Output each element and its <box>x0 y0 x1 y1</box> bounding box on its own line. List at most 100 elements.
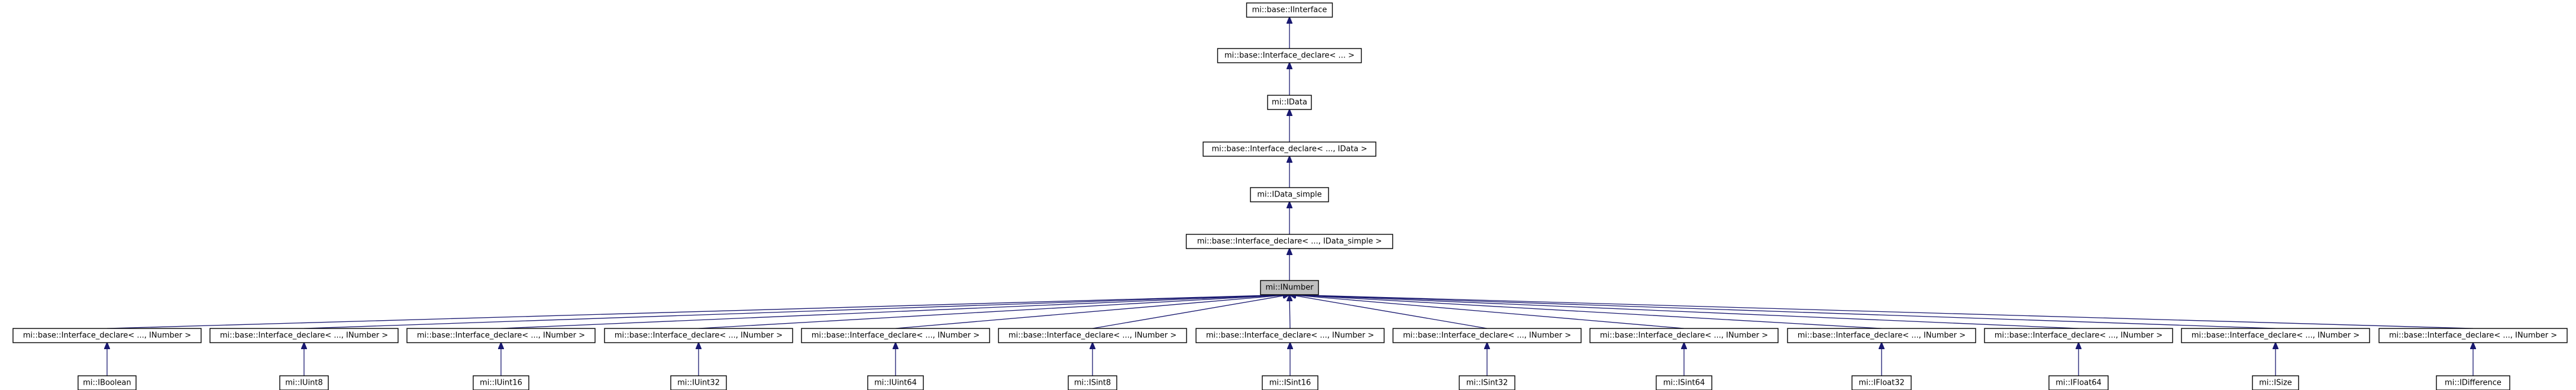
class-node-decl_12[interactable]: mi::base::Interface_declare< ..., INumbe… <box>2181 328 2370 343</box>
class-node-decl_idata[interactable]: mi::base::Interface_declare< ..., IData … <box>1203 141 1376 157</box>
class-label: mi::ISize <box>2259 379 2292 388</box>
class-label: mi::base::Interface_declare< ..., INumbe… <box>812 331 980 340</box>
class-node-decl_6[interactable]: mi::base::Interface_declare< ..., INumbe… <box>998 328 1187 343</box>
class-box <box>77 375 137 390</box>
class-label: mi::IDifference <box>2445 379 2501 388</box>
class-node-iuint64[interactable]: mi::IUint64 <box>867 375 924 390</box>
class-node-decl_13[interactable]: mi::base::Interface_declare< ..., INumbe… <box>2378 328 2568 343</box>
class-box <box>670 375 727 390</box>
class-node-iuint32[interactable]: mi::IUint32 <box>670 375 727 390</box>
class-box <box>209 328 399 343</box>
class-node-iuint8[interactable]: mi::IUint8 <box>279 375 329 390</box>
inheritance-edge-decl_6-to-inumber <box>1092 295 1289 329</box>
class-box <box>1656 375 1712 390</box>
class-node-isint64[interactable]: mi::ISint64 <box>1656 375 1712 390</box>
class-label: mi::base::Interface_declare< ..., INumbe… <box>1995 331 2163 340</box>
class-box <box>1246 2 1333 18</box>
class-box <box>1267 95 1312 110</box>
class-box <box>1787 328 1976 343</box>
inheritance-edge-decl_13-to-inumber <box>1289 295 2474 329</box>
class-box <box>1217 48 1362 63</box>
class-box <box>801 328 990 343</box>
class-node-idata[interactable]: mi::IData <box>1267 95 1312 110</box>
class-box <box>2436 375 2510 390</box>
class-node-decl_8[interactable]: mi::base::Interface_declare< ..., INumbe… <box>1392 328 1582 343</box>
class-box <box>1250 187 1329 202</box>
class-label: mi::ISint32 <box>1466 379 1508 388</box>
inheritance-edge-decl_10-to-inumber <box>1289 295 1882 329</box>
class-label: mi::IFloat32 <box>1859 379 1905 388</box>
class-node-isint16[interactable]: mi::ISint16 <box>1262 375 1318 390</box>
class-box <box>279 375 329 390</box>
class-box <box>2378 328 2568 343</box>
class-node-decl_10[interactable]: mi::base::Interface_declare< ..., INumbe… <box>1787 328 1976 343</box>
inheritance-edge-decl_3-to-inumber <box>500 295 1289 329</box>
class-label: mi::ISint16 <box>1269 379 1311 388</box>
nodes-layer: mi::base::IInterfacemi::base::Interface_… <box>12 2 2568 390</box>
class-node-decl_11[interactable]: mi::base::Interface_declare< ..., INumbe… <box>1984 328 2173 343</box>
class-box <box>1984 328 2173 343</box>
class-box <box>473 375 529 390</box>
class-node-decl_3[interactable]: mi::base::Interface_declare< ..., INumbe… <box>406 328 596 343</box>
class-node-interface[interactable]: mi::base::IInterface <box>1246 2 1333 18</box>
class-box <box>2181 328 2370 343</box>
class-node-decl_9[interactable]: mi::base::Interface_declare< ..., INumbe… <box>1589 328 1779 343</box>
class-label: mi::base::Interface_declare< ... > <box>1224 51 1355 60</box>
class-box <box>867 375 924 390</box>
class-label: mi::IUint64 <box>874 379 917 388</box>
class-label: mi::base::Interface_declare< ..., INumbe… <box>2389 331 2557 340</box>
class-box <box>1068 375 1117 390</box>
class-box <box>1851 375 1912 390</box>
class-node-idifference[interactable]: mi::IDifference <box>2436 375 2510 390</box>
class-label: mi::ISint64 <box>1663 379 1705 388</box>
class-node-ifloat64[interactable]: mi::IFloat64 <box>2048 375 2109 390</box>
inheritance-edge-decl_9-to-inumber <box>1289 295 1685 329</box>
class-node-iuint16[interactable]: mi::IUint16 <box>473 375 529 390</box>
class-node-isize[interactable]: mi::ISize <box>2252 375 2299 390</box>
class-label: mi::IData <box>1272 98 1307 107</box>
class-label: mi::IUint8 <box>285 379 323 388</box>
class-node-isint32[interactable]: mi::ISint32 <box>1459 375 1515 390</box>
class-label: mi::IUint32 <box>677 379 720 388</box>
class-label: mi::base::Interface_declare< ..., IData … <box>1211 145 1367 154</box>
class-node-decl_7[interactable]: mi::base::Interface_declare< ..., INumbe… <box>1195 328 1385 343</box>
class-label: mi::IBoolean <box>83 379 131 388</box>
class-label: mi::IUint16 <box>480 379 522 388</box>
class-node-iboolean[interactable]: mi::IBoolean <box>77 375 137 390</box>
class-box <box>406 328 596 343</box>
class-box <box>604 328 793 343</box>
class-label: mi::base::Interface_declare< ..., INumbe… <box>23 331 191 340</box>
class-box <box>1262 375 1318 390</box>
inheritance-edge-decl_2-to-inumber <box>303 295 1289 329</box>
class-label: mi::IFloat64 <box>2055 379 2102 388</box>
class-label: mi::base::Interface_declare< ..., INumbe… <box>417 331 585 340</box>
class-label: mi::base::Interface_declare< ..., INumbe… <box>1600 331 1768 340</box>
class-box <box>1260 280 1319 295</box>
class-node-ifloat32[interactable]: mi::IFloat32 <box>1851 375 1912 390</box>
inheritance-edge-decl_5-to-inumber <box>895 295 1289 329</box>
class-node-decl_base[interactable]: mi::base::Interface_declare< ... > <box>1217 48 1362 63</box>
class-box <box>1185 234 1394 249</box>
class-node-decl_2[interactable]: mi::base::Interface_declare< ..., INumbe… <box>209 328 399 343</box>
inheritance-edge-decl_4-to-inumber <box>698 295 1289 329</box>
class-box <box>998 328 1187 343</box>
class-box <box>1459 375 1515 390</box>
class-node-decl_4[interactable]: mi::base::Interface_declare< ..., INumbe… <box>604 328 793 343</box>
class-box <box>1589 328 1779 343</box>
class-label: mi::INumber <box>1265 283 1314 292</box>
class-node-isint8[interactable]: mi::ISint8 <box>1068 375 1117 390</box>
class-box <box>2048 375 2109 390</box>
class-node-idata_simple[interactable]: mi::IData_simple <box>1250 187 1329 202</box>
class-label: mi::base::Interface_declare< ..., INumbe… <box>615 331 783 340</box>
class-node-decl_1[interactable]: mi::base::Interface_declare< ..., INumbe… <box>12 328 202 343</box>
class-label: mi::base::Interface_declare< ..., INumbe… <box>220 331 388 340</box>
class-box <box>1392 328 1582 343</box>
class-label: mi::base::Interface_declare< ..., INumbe… <box>2192 331 2360 340</box>
class-label: mi::ISint8 <box>1074 379 1111 388</box>
inheritance-edge-decl_7-to-inumber <box>1289 295 1290 329</box>
class-node-decl_5[interactable]: mi::base::Interface_declare< ..., INumbe… <box>801 328 990 343</box>
class-box <box>12 328 202 343</box>
inheritance-edge-decl_12-to-inumber <box>1289 295 2276 329</box>
class-node-decl_idata_simple[interactable]: mi::base::Interface_declare< ..., IData_… <box>1185 234 1394 249</box>
class-box <box>1195 328 1385 343</box>
